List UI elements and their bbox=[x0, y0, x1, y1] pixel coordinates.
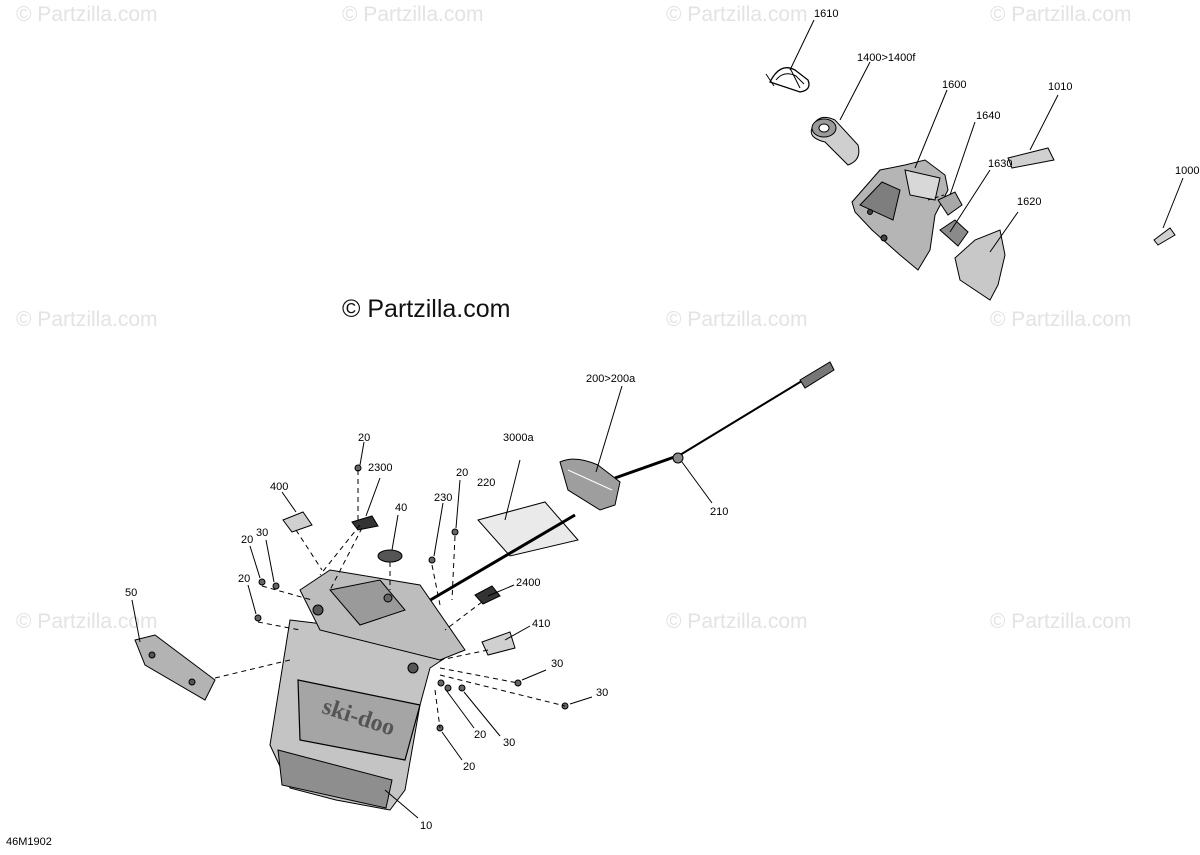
callout-210: 210 bbox=[710, 506, 729, 518]
callout-220: 220 bbox=[477, 477, 496, 489]
callout-1630: 1630 bbox=[988, 158, 1013, 170]
watermark: © Partzilla.com bbox=[666, 610, 808, 633]
callout-1610: 1610 bbox=[814, 8, 839, 20]
callout-20: 20 bbox=[238, 573, 251, 585]
callout-30: 30 bbox=[551, 658, 564, 670]
watermark: © Partzilla.com bbox=[666, 308, 808, 331]
callout-2400: 2400 bbox=[516, 577, 541, 589]
callout-40: 40 bbox=[395, 502, 408, 514]
watermark: © Partzilla.com bbox=[342, 3, 484, 26]
site-watermark: © Partzilla.com bbox=[342, 295, 511, 323]
callout-10: 10 bbox=[420, 820, 433, 832]
drawing-code: 46M1902 bbox=[6, 836, 52, 848]
tether-cord bbox=[559, 361, 835, 511]
callout-30: 30 bbox=[503, 737, 516, 749]
callout-30: 30 bbox=[596, 687, 609, 699]
watermark: © Partzilla.com bbox=[990, 308, 1132, 331]
clip-part bbox=[765, 67, 810, 93]
callout-230: 230 bbox=[434, 492, 453, 504]
watermark: © Partzilla.com bbox=[990, 610, 1132, 633]
callout-1640: 1640 bbox=[976, 110, 1001, 122]
watermark: © Partzilla.com bbox=[16, 3, 158, 26]
callout-410: 410 bbox=[532, 618, 551, 630]
bracket-part bbox=[937, 191, 963, 216]
callout-30: 30 bbox=[256, 527, 269, 539]
watermark: © Partzilla.com bbox=[16, 308, 158, 331]
snow-flap: ski-doo bbox=[269, 569, 466, 811]
callout-1400: 1400>1400f bbox=[857, 52, 916, 64]
callout-20: 20 bbox=[463, 761, 476, 773]
cylinder-part bbox=[810, 116, 860, 166]
callout-1600: 1600 bbox=[942, 79, 967, 91]
housing-part bbox=[851, 159, 949, 271]
callout-200: 200>200a bbox=[586, 373, 636, 385]
callout-50: 50 bbox=[125, 587, 138, 599]
callout-1010: 1010 bbox=[1048, 81, 1073, 93]
callout-400: 400 bbox=[270, 481, 289, 493]
watermark: © Partzilla.com bbox=[666, 3, 808, 26]
callout-20: 20 bbox=[241, 534, 254, 546]
callout-20: 20 bbox=[474, 729, 487, 741]
callout-2300: 2300 bbox=[368, 462, 393, 474]
callout-1000: 1000 bbox=[1175, 165, 1200, 177]
callout-20: 20 bbox=[358, 432, 371, 444]
callout-3000a: 3000a bbox=[503, 432, 534, 444]
callout-20: 20 bbox=[456, 467, 469, 479]
cover-part bbox=[954, 229, 1006, 301]
side-plate bbox=[134, 634, 216, 701]
callout-1620: 1620 bbox=[1017, 196, 1042, 208]
watermark: © Partzilla.com bbox=[990, 3, 1132, 26]
watermark: © Partzilla.com bbox=[16, 610, 158, 633]
